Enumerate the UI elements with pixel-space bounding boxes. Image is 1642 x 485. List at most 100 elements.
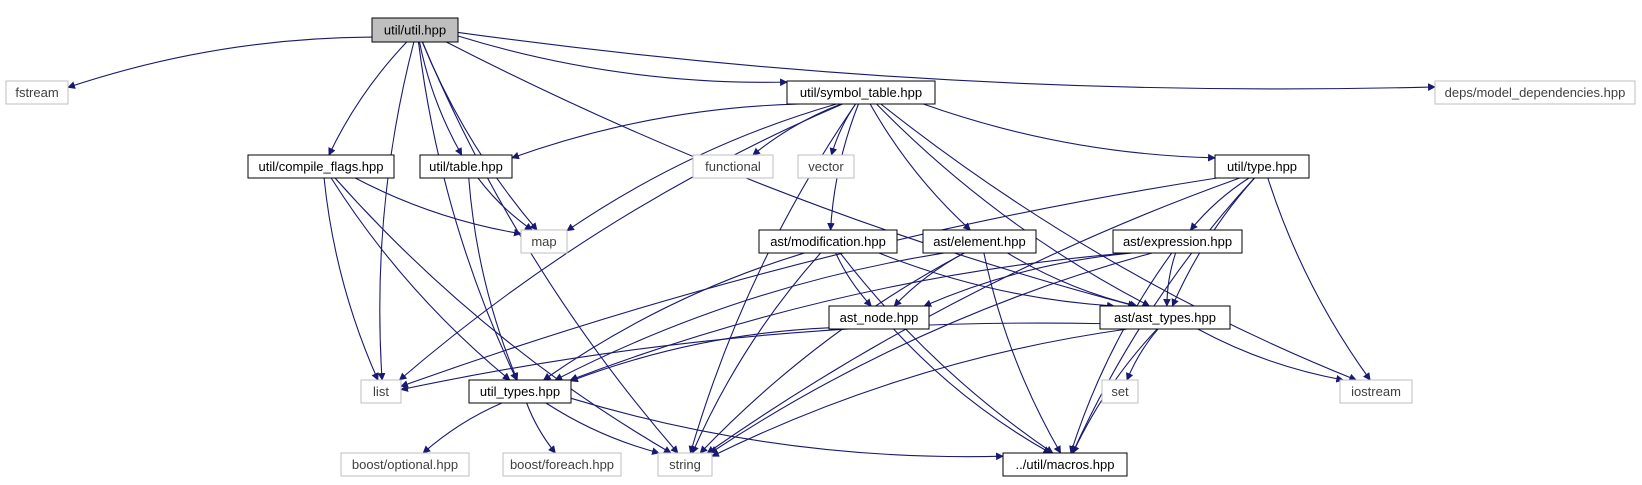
edge-compile_flags-to-map [354, 177, 522, 237]
edge-util_util-to-model_deps [457, 31, 1436, 91]
edge-compile_flags-to-string [334, 177, 672, 454]
node-box-iostream [1339, 379, 1413, 404]
edge-ast_types-to-iostream [1197, 328, 1344, 383]
node-box-set [1101, 379, 1139, 404]
node-label-vector: vector [808, 159, 844, 174]
node-box-macros [1002, 452, 1128, 477]
edge-modification-to-ast_types [878, 252, 1115, 310]
edge-ast_node-to-util_types [570, 327, 830, 383]
edge-ast_types-to-list [400, 322, 1101, 392]
node-box-functional [692, 154, 774, 179]
node-boost_foreach: boost/foreach.hpp [502, 452, 622, 477]
node-model_deps: deps/model_dependencies.hpp [1434, 80, 1636, 105]
node-box-boost_foreach [502, 452, 622, 477]
edge-compile_flags-to-list [323, 177, 379, 381]
node-type[interactable]: util/type.hpp [1214, 154, 1310, 179]
edge-util_util-to-ast_types [446, 41, 1136, 308]
node-util_types[interactable]: util_types.hpp [468, 379, 572, 404]
edge-type-to-string [706, 177, 1240, 454]
edge-util_types-to-macros [570, 397, 1004, 461]
node-element[interactable]: ast/element.hpp [922, 229, 1037, 254]
node-label-model_deps: deps/model_dependencies.hpp [1445, 85, 1626, 100]
edge-symbol_table-to-element [869, 103, 971, 231]
node-label-functional: functional [705, 159, 761, 174]
node-label-table: util/table.hpp [429, 159, 503, 174]
node-label-element: ast/element.hpp [933, 234, 1026, 249]
node-label-symbol_table: util/symbol_table.hpp [800, 85, 922, 100]
edge-util_util-to-util_types [417, 41, 518, 381]
node-box-ast_types [1099, 305, 1231, 330]
node-box-util_types [468, 379, 572, 404]
edge-symbol_table-to-functional [752, 103, 842, 156]
edge-expression-to-ast_types [1163, 252, 1177, 307]
node-label-macros: ../util/macros.hpp [1016, 457, 1115, 472]
node-box-ast_node [828, 305, 930, 330]
node-label-set: set [1111, 384, 1129, 399]
node-box-table [419, 154, 513, 179]
node-box-type [1214, 154, 1310, 179]
node-label-expression: ast/expression.hpp [1123, 234, 1232, 249]
node-modification[interactable]: ast/modification.hpp [758, 229, 898, 254]
node-boost_optional: boost/optional.hpp [340, 452, 470, 477]
node-iostream: iostream [1339, 379, 1413, 404]
node-expression[interactable]: ast/expression.hpp [1112, 229, 1243, 254]
node-label-compile_flags: util/compile_flags.hpp [258, 159, 383, 174]
node-ast_types[interactable]: ast/ast_types.hpp [1099, 305, 1231, 330]
edge-util_util-to-map [421, 41, 538, 231]
edge-util_util-to-symbol_table [457, 35, 788, 87]
edge-element-to-ast_types [1007, 252, 1138, 309]
edge-type-to-expression [1189, 177, 1250, 231]
node-label-ast_types: ast/ast_types.hpp [1114, 310, 1216, 325]
node-string: string [657, 452, 713, 477]
node-ast_node[interactable]: ast_node.hpp [828, 305, 930, 330]
edge-util_util-to-string [421, 41, 679, 454]
edge-ast_node-to-macros [893, 328, 1052, 454]
edge-element-to-macros [983, 252, 1062, 454]
edge-table-to-util_types [468, 177, 519, 381]
node-box-list [360, 379, 402, 404]
edge-expression-to-ast_node [923, 252, 1133, 307]
node-box-model_deps [1434, 80, 1636, 105]
edge-ast_types-to-string [711, 328, 1128, 457]
node-symbol_table[interactable]: util/symbol_table.hpp [786, 80, 936, 105]
edge-util_util-to-table [418, 41, 463, 156]
node-macros[interactable]: ../util/macros.hpp [1002, 452, 1128, 477]
node-box-fstream [5, 80, 69, 105]
node-label-list: list [373, 384, 389, 399]
node-label-type: util/type.hpp [1227, 159, 1297, 174]
edge-table-to-map [477, 177, 533, 231]
node-label-ast_node: ast_node.hpp [840, 310, 919, 325]
node-box-vector [797, 154, 855, 179]
edge-modification-to-string [691, 252, 822, 454]
edge-util_util-to-fstream [67, 36, 373, 89]
node-label-map: map [531, 234, 556, 249]
node-util_util[interactable]: util/util.hpp [371, 17, 459, 43]
node-box-expression [1112, 229, 1243, 254]
edge-element-to-util_types [554, 252, 945, 381]
node-label-util_util: util/util.hpp [384, 23, 446, 38]
node-label-util_types: util_types.hpp [480, 384, 560, 399]
edge-element-to-string [699, 252, 965, 454]
node-compile_flags[interactable]: util/compile_flags.hpp [247, 154, 395, 179]
node-box-util_util [371, 17, 459, 43]
edge-util_types-to-boost_foreach [526, 402, 556, 454]
node-box-string [657, 452, 713, 477]
node-list: list [360, 379, 402, 404]
node-box-boost_optional [340, 452, 470, 477]
edge-type-to-iostream [1267, 177, 1371, 381]
edge-util_util-to-list [377, 41, 415, 381]
node-label-fstream: fstream [15, 85, 58, 100]
node-table[interactable]: util/table.hpp [419, 154, 513, 179]
edge-expression-to-string [709, 252, 1153, 454]
edge-symbol_table-to-table [511, 103, 800, 160]
edge-symbol_table-to-ast_types [876, 103, 1151, 307]
node-box-map [520, 229, 568, 254]
node-box-element [922, 229, 1037, 254]
edge-util_util-to-compile_flags [328, 41, 408, 156]
edge-symbol_table-to-list [398, 103, 843, 381]
node-fstream: fstream [5, 80, 69, 105]
node-map: map [520, 229, 568, 254]
edge-symbol_table-to-string [688, 103, 857, 454]
node-set: set [1101, 379, 1139, 404]
